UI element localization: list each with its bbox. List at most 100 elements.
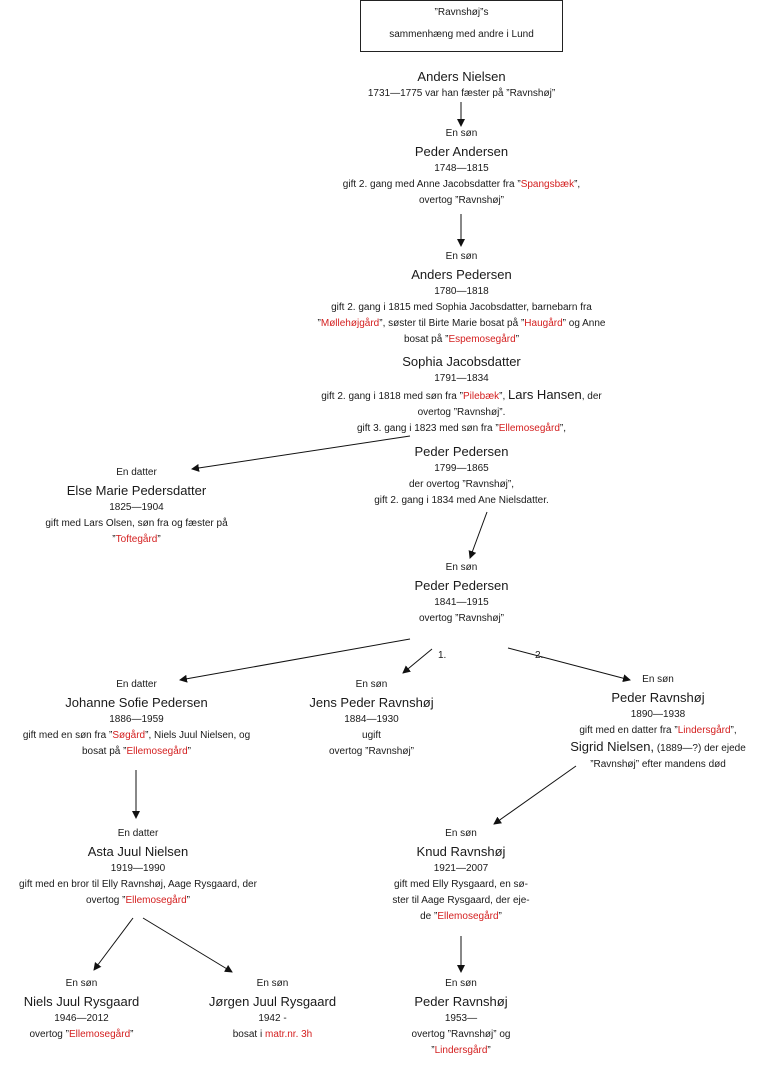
person-line: bosat på ”Ellemosegård” [82,746,191,757]
person-relation: En søn [355,679,388,690]
person-name: Peder Pedersen [414,578,509,593]
person-line: overtog ”Ravnshøj” [418,613,505,624]
person-years: 1780—1818 [434,286,489,297]
person-sophia-jacobsdatter: Sophia Jacobsdatter 1791—1834 gift 2. ga… [250,352,673,437]
arrow-to-knud [493,765,577,825]
person-name: Knud Ravnshøj [416,844,506,859]
place-link: Haugård [524,318,563,329]
person-line: ”Møllehøjgård”, søster til Birte Marie b… [317,318,606,329]
person-years: 1942 - [258,1013,287,1024]
place-link: Ellemosegård [498,423,560,434]
person-jorgen-juul-rysgaard: En søn Jørgen Juul Rysgaard 1942 - bosat… [196,976,349,1043]
person-line: overtog ”Ravnshøj” [328,746,415,757]
person-name: Jens Peder Ravnshøj [309,695,434,710]
person-name: Niels Juul Rysgaard [23,994,140,1009]
person-name: Peder Pedersen [414,444,509,459]
person-name: Peder Ravnshøj [611,690,705,705]
marriage-label-1: 1. [438,650,447,661]
person-years: 1921—2007 [433,863,489,874]
person-line: bosat i matr.nr. 3h [232,1029,313,1040]
person-line: overtog ”Ravnshøj”. [417,407,506,418]
person-name: Sophia Jacobsdatter [402,354,521,369]
person-line: gift 3. gang i 1823 med søn fra ”Ellemos… [356,423,567,434]
person-peder-ravnshoj-1953: En søn Peder Ravnshøj 1953— overtog ”Rav… [386,976,536,1059]
person-knud-ravnshoj: En søn Knud Ravnshøj 1921—2007 gift med … [376,826,546,925]
person-line: gift med Elly Rysgaard, en sø- [394,879,528,890]
person-line: de ”Ellemosegård” [420,911,502,922]
person-years: 1886—1959 [109,714,164,725]
person-line: gift 2. gang i 1815 med Sophia Jacobsdat… [331,302,592,313]
husband-name: Lars Hansen [508,387,582,402]
person-line: overtog ”Ellemosegård” [86,895,190,906]
person-name: Else Marie Pedersdatter [66,483,207,498]
place-link: Ellemosegård [126,746,188,757]
place-link: Lindersgård [434,1045,488,1056]
person-years: 1841—1915 [434,597,489,608]
person-relation: En søn [256,978,289,989]
person-years: 1791—1834 [434,373,489,384]
place-link: Spangsbæk [520,179,575,190]
person-peder-pedersen-1799: Peder Pedersen 1799—1865 der overtog ”Ra… [300,442,623,509]
place-link: Toftegård [115,534,158,545]
place-link: Søgård [112,730,146,741]
wife-name: Sigrid Nielsen, [570,739,655,754]
place-link: Espemosegård [448,334,516,345]
person-line: ”Toftegård” [112,534,161,545]
person-relation: En søn [445,251,478,262]
person-line: gift 2. gang med Anne Jacobsdatter fra ”… [342,179,581,190]
person-relation: En datter [116,467,157,478]
person-relation: En søn [445,562,478,573]
person-relation: En søn [65,978,98,989]
person-name: Peder Ravnshøj [414,994,508,1009]
person-relation: En datter [116,679,157,690]
person-line: gift 2. gang i 1818 med søn fra ”Pilebæk… [321,387,602,402]
place-link: Pilebæk [462,391,500,402]
place-link: Lindersgård [677,725,731,736]
person-line: ster til Aage Rysgaard, der eje- [392,895,530,906]
arrow-to-johanne [179,638,411,683]
place-link: Ellemosegård [68,1029,131,1040]
person-line: gift 2. gang i 1834 med Ane Nielsdatter. [374,495,549,506]
person-years: 1748—1815 [434,163,489,174]
person-relation: En søn [642,674,674,685]
person-relation: En søn [445,128,478,139]
person-name: Jørgen Juul Rysgaard [208,994,337,1009]
person-name: Anders Pedersen [411,267,512,282]
place-link: Ellemosegård [125,895,187,906]
arrow-to-jorgen-juul [142,917,233,973]
place-link: Ellemosegård [437,911,499,922]
person-line: gift med en søn fra ”Søgård”, Niels Juul… [22,730,251,741]
person-line: gift med en datter fra ”Lindersgård”, [579,725,737,736]
person-asta-juul-nielsen: En datter Asta Juul Nielsen 1919—1990 gi… [0,826,276,909]
person-years: 1919—1990 [110,863,166,874]
arrow-to-niels-juul [93,917,134,971]
person-peder-pedersen-1841: En søn Peder Pedersen 1841—1915 overtog … [360,560,563,627]
person-jens-peder-ravnshoj: En søn Jens Peder Ravnshøj 1884—1930 ugi… [290,677,453,760]
person-line: Sigrid Nielsen, (1889—?) der ejede [570,739,746,754]
person-years: 1884—1930 [344,714,399,725]
arrow-to-jens-peder [402,648,433,674]
person-anders-pedersen: En søn Anders Pedersen 1780—1818 gift 2.… [250,249,673,348]
person-line: overtog ”Ravnshøj” og [411,1029,511,1040]
person-else-marie-pedersdatter: En datter Else Marie Pedersdatter 1825—1… [20,465,253,548]
person-years: 1799—1865 [434,463,489,474]
person-name: Anders Nielsen [417,69,506,84]
person-years: 1946—2012 [54,1013,109,1024]
marriage-label-2: 2. [535,650,544,661]
arrow-to-peder-1841 [468,511,488,559]
title-line-2: sammenhæng med andre i Lund [389,29,534,40]
person-relation: En søn [445,828,477,839]
person-relation: En datter [117,828,159,839]
person-years: 1825—1904 [109,502,164,513]
person-line: ugift [362,730,381,741]
title-line-1: ”Ravnshøj”s [434,7,489,18]
person-line: bosat på ”Espemosegård” [403,334,520,345]
arrow-to-else-marie [191,435,411,472]
person-name: Peder Andersen [414,144,509,159]
person-peder-ravnshoj-1890: En søn Peder Ravnshøj 1890—1938 gift med… [560,672,756,773]
person-years: 1890—1938 [630,709,686,720]
person-relation: En søn [445,978,477,989]
person-niels-juul-rysgaard: En søn Niels Juul Rysgaard 1946—2012 ove… [10,976,153,1043]
arrow-to-peder-1890 [507,647,631,683]
